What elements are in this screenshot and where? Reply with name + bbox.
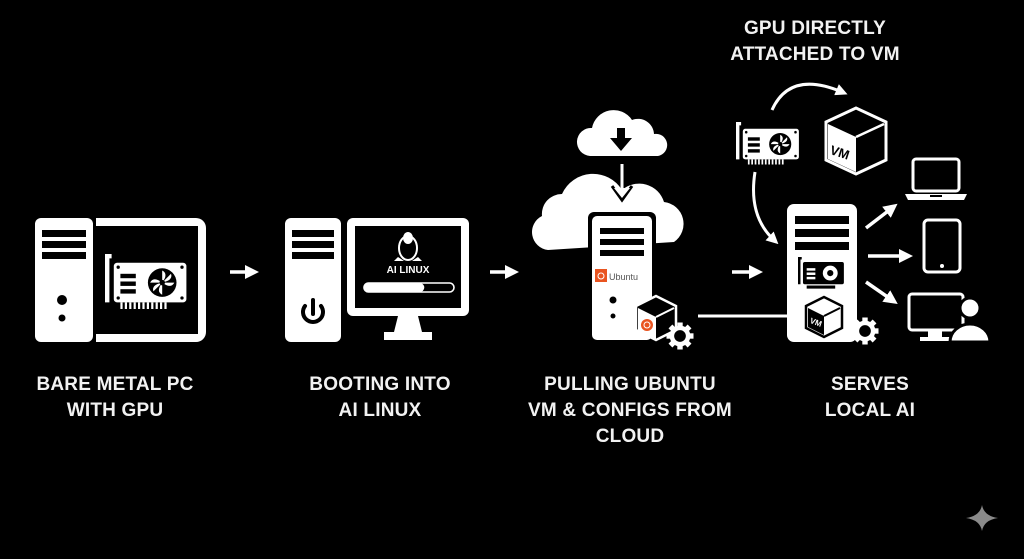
gpu-card-icon (795, 255, 847, 292)
pulling-illustration: Ubuntu (532, 110, 693, 349)
tower-pc-icon (285, 218, 341, 342)
laptop-icon (905, 157, 967, 200)
step-label-bare-metal: BARE METAL PC WITH GPU (10, 372, 220, 424)
booting-illustration: AI LINUX (285, 218, 469, 342)
label-line: CLOUD (595, 426, 665, 447)
vm-cube-icon: VM (804, 295, 844, 339)
label-line: WITH GPU (66, 400, 164, 421)
step-label-serves: SERVES LOCAL AI (770, 372, 970, 424)
arrow-step3-to-step4 (698, 265, 806, 322)
ubuntu-badge: Ubuntu (595, 269, 638, 282)
ubuntu-logo-icon (641, 319, 653, 331)
tower-pc-icon (35, 218, 93, 342)
gear-icon (852, 318, 879, 345)
label-line: AI LINUX (338, 400, 422, 421)
vm-cube-icon: VM (824, 106, 888, 176)
power-icon (301, 298, 325, 324)
cloud-download-icon (576, 110, 668, 156)
tux-penguin-icon (394, 232, 422, 261)
gpu-card-icon (736, 122, 799, 165)
tablet-icon (922, 218, 962, 274)
sparkle-watermark-icon (966, 505, 998, 531)
gpu-passthrough-label: GPU DIRECTLY ATTACHED TO VM (710, 16, 920, 68)
label-line: VM & CONFIGS FROM (528, 400, 732, 421)
gpu-passthrough-callout: VM (736, 82, 888, 245)
gear-icon (667, 323, 694, 350)
label-line: BOOTING INTO (309, 374, 451, 395)
step-label-booting: BOOTING INTO AI LINUX (265, 372, 495, 424)
step-label-pulling: PULLING UBUNTU VM & CONFIGS FROM CLOUD (510, 372, 750, 450)
label-line: GPU DIRECTLY (743, 18, 887, 39)
label-line: LOCAL AI (824, 400, 916, 421)
boot-progress-fill (364, 283, 425, 292)
boot-progress-bar (363, 282, 455, 293)
local-ai-server-illustration: VM (787, 204, 879, 345)
label-line: ATTACHED TO VM (730, 44, 900, 65)
vm-label: VM (828, 142, 851, 162)
screen-label: AI LINUX (387, 265, 430, 276)
vm-label: VM (809, 316, 824, 329)
ubuntu-label: Ubuntu (609, 272, 638, 282)
label-line: SERVES (831, 374, 909, 395)
gpu-card-icon (105, 254, 187, 309)
label-line: BARE METAL PC (36, 374, 194, 395)
monitor-icon: AI LINUX (347, 218, 469, 340)
bare-metal-pc-illustration (35, 218, 206, 342)
desktop-user-icon (907, 292, 992, 344)
arrows-to-clients (864, 203, 913, 304)
label-line: PULLING UBUNTU (544, 374, 716, 395)
ubuntu-logo-icon (595, 269, 607, 282)
